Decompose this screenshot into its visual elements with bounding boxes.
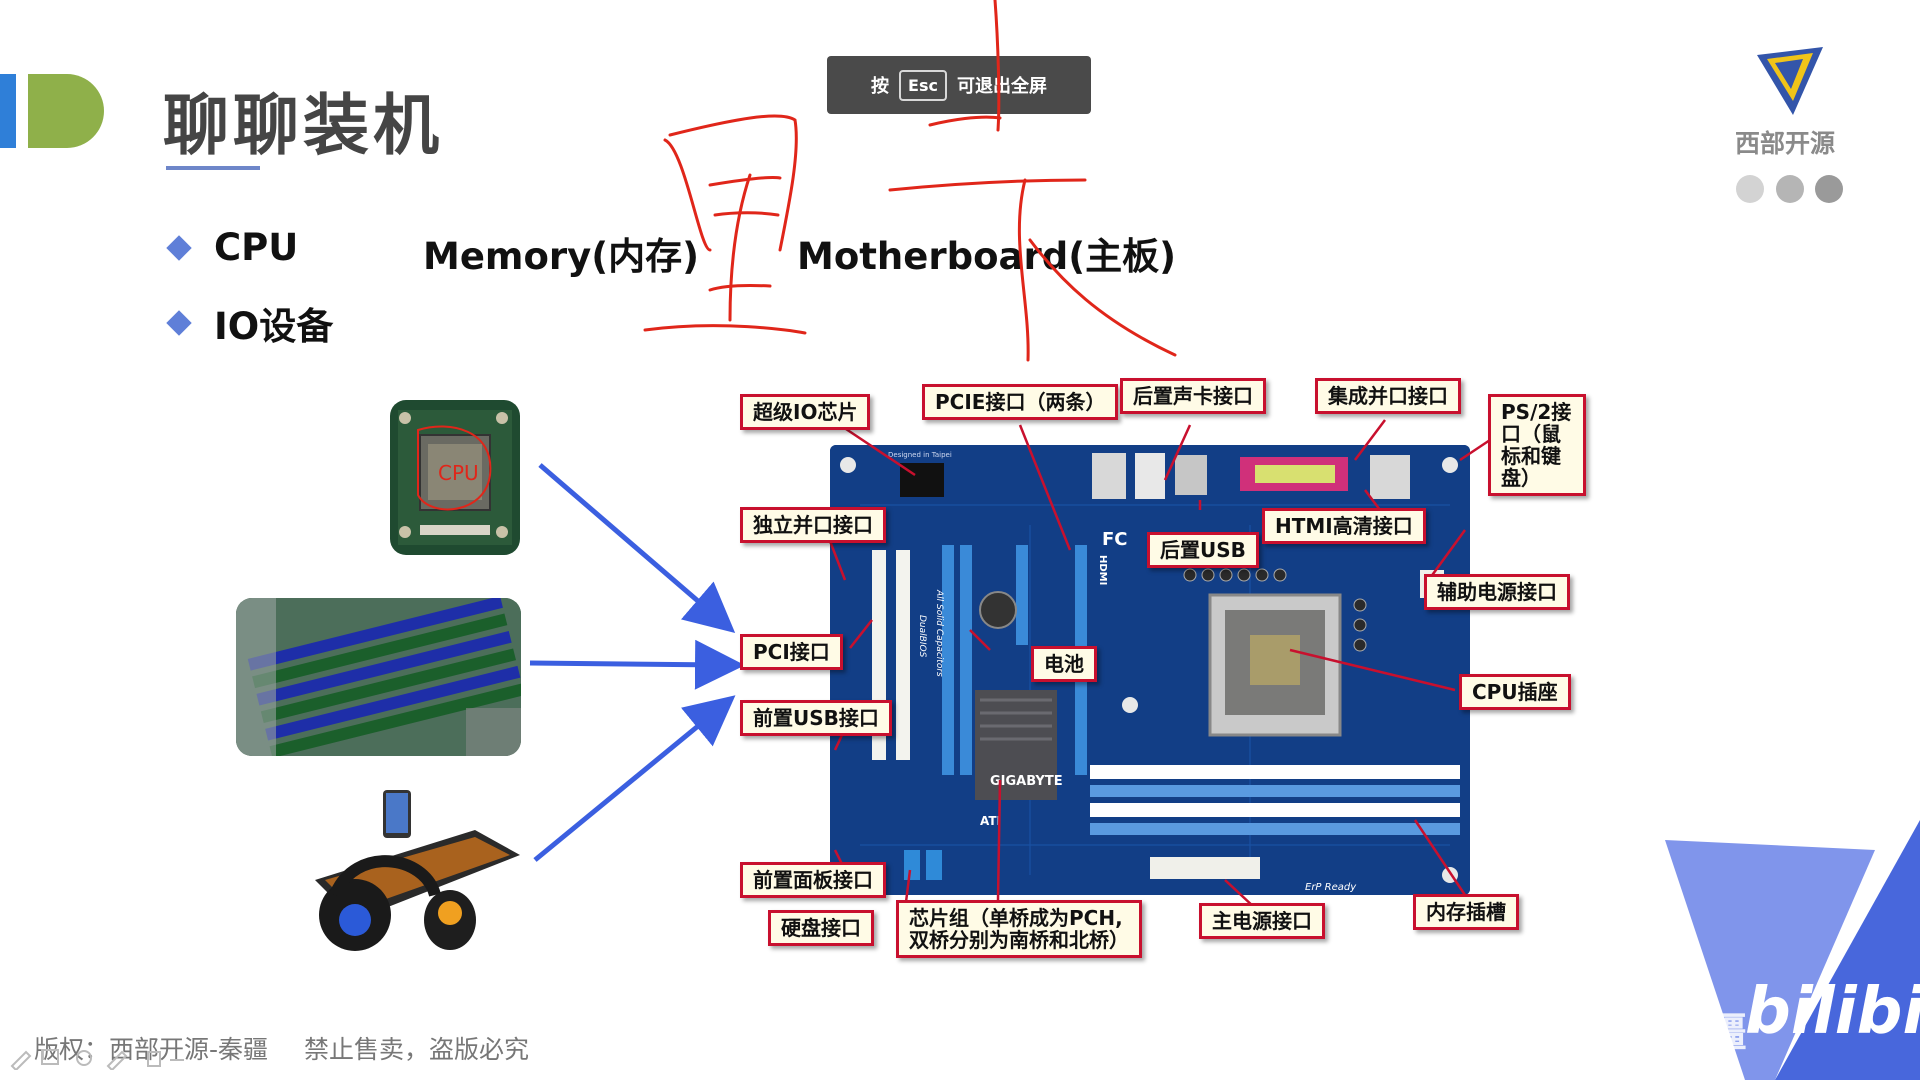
bullet-motherboard: Motherboard(主板) xyxy=(797,235,1177,278)
board-erp-silk: ErP Ready xyxy=(1305,882,1357,893)
label-main-power: 主电源接口 xyxy=(1199,903,1325,939)
board-hdmi-silk: HDMI xyxy=(1097,555,1108,585)
footer-copyright: 版权：西部开源-秦疆 禁止售卖，盗版必究 xyxy=(34,1030,529,1066)
cpu-handwriting: CPU xyxy=(438,461,479,485)
board-caps-silk: All Solid Capacitors xyxy=(934,589,944,677)
cpu-thumbnail: CPU xyxy=(390,400,520,555)
title-accent-bar xyxy=(0,74,16,148)
bullet-diamond-icon xyxy=(166,234,192,261)
corner-decoration xyxy=(1665,820,1920,1080)
title-accent-shape xyxy=(28,74,104,148)
label-chipset: 芯片组（单桥成为PCH, 双桥分别为南桥和北桥） xyxy=(896,900,1142,958)
label-aux-power: 辅助电源接口 xyxy=(1424,574,1570,610)
label-cpu-socket: CPU插座 xyxy=(1459,674,1571,710)
board-ati-silk: ATI xyxy=(980,814,1001,828)
arrows-group xyxy=(529,463,745,862)
label-front-panel: 前置面板接口 xyxy=(740,862,886,898)
label-pcie: PCIE接口（两条） xyxy=(922,384,1119,420)
handwritten-annotation xyxy=(643,0,1177,362)
bilibili-logo: bilibili xyxy=(1745,975,1920,1049)
exit-fullscreen-toast[interactable]: 按 Esc 可退出全屏 xyxy=(827,56,1091,114)
bullet-memory: Memory(内存) xyxy=(423,235,700,278)
label-parallel: 集成并口接口 xyxy=(1315,378,1461,414)
esc-key-badge: Esc xyxy=(899,69,947,101)
logo-text: 西部开源 xyxy=(1735,129,1836,158)
label-rear-audio: 后置声卡接口 xyxy=(1120,378,1266,414)
label-battery: 电池 xyxy=(1031,646,1097,682)
pen-tools-icon[interactable] xyxy=(8,1040,188,1070)
label-chipset-line1: 芯片组（单桥成为PCH, xyxy=(909,906,1123,930)
arrow-cpu xyxy=(538,463,736,634)
label-hdmi: HTMI高清接口 xyxy=(1262,508,1426,544)
board-dualbios-silk: DualBIOS xyxy=(917,615,927,658)
board-designed-silk: Designed in Taipei xyxy=(888,451,952,459)
bullet-io: IO设备 xyxy=(214,305,334,348)
label-leader-lines xyxy=(823,419,1491,911)
bullet-cpu: CPU xyxy=(214,226,299,269)
footer-notice-text: 禁止售卖，盗版必究 xyxy=(303,1035,529,1064)
memory-thumbnail xyxy=(236,598,521,756)
logo-icon xyxy=(1757,47,1823,115)
label-dedicated-parallel: 独立并口接口 xyxy=(740,507,886,543)
arrow-io xyxy=(533,695,736,862)
toast-prefix: 按 xyxy=(871,76,890,97)
board-fc-silk: FC xyxy=(1102,529,1128,550)
label-pci: PCI接口 xyxy=(740,634,843,670)
footer-copyright-text: 版权：西部开源-秦疆 xyxy=(34,1035,269,1064)
label-rear-usb: 后置USB xyxy=(1147,532,1259,568)
label-front-usb: 前置USB接口 xyxy=(740,700,892,736)
arrow-memory xyxy=(529,639,745,690)
title-underline xyxy=(166,166,260,170)
label-super-io: 超级IO芯片 xyxy=(740,394,871,430)
toast-suffix: 可退出全屏 xyxy=(956,76,1047,97)
bullet-row-2: IO设备 xyxy=(166,296,334,350)
slide-dot-1[interactable] xyxy=(1736,175,1764,203)
bullet-row-1: CPU xyxy=(166,226,299,269)
uploader-watermark: 西部开源-秦疆 xyxy=(1490,1010,1747,1056)
page-title: 聊聊装机 xyxy=(163,87,443,164)
bullet-diamond-icon xyxy=(166,310,192,336)
io-devices-thumbnail xyxy=(315,785,520,955)
slide-dot-2[interactable] xyxy=(1776,175,1804,203)
label-chipset-line2: 双桥分别为南桥和北桥） xyxy=(909,928,1129,952)
label-memory-slot: 内存插槽 xyxy=(1413,894,1519,930)
board-brand-silk: GIGABYTE xyxy=(990,774,1063,789)
label-ps2: PS/2接口（鼠标和键盘） xyxy=(1488,394,1586,496)
label-hdd: 硬盘接口 xyxy=(768,910,874,946)
slide-dot-3[interactable] xyxy=(1815,175,1843,203)
